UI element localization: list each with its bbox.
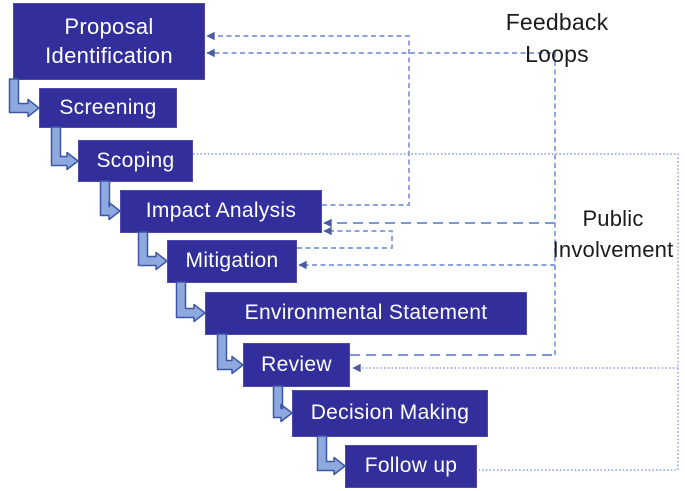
- feedback-impact-to-proposal-line: [206, 31, 410, 206]
- feedback-mitigation-to-impact-line: [297, 226, 393, 249]
- stage-label: Decision Making: [310, 401, 470, 425]
- elbow-arrow: [137, 231, 168, 271]
- elbow-arrow: [216, 333, 244, 375]
- elbow-arrow: [99, 180, 121, 221]
- feedback-loops-label: Feedback Loops: [505, 9, 609, 68]
- stage-label: Environmental Statement: [244, 301, 488, 325]
- stage-label: Follow up: [364, 454, 458, 478]
- stage-box-mitigation: Mitigation: [167, 240, 297, 283]
- stage-box-review: Review: [243, 343, 350, 387]
- stage-label: Proposal Identification: [45, 14, 173, 68]
- elbow-arrow: [316, 435, 346, 476]
- stage-label: Impact Analysis: [145, 199, 297, 223]
- elbow-arrow: [50, 126, 79, 171]
- stage-box-scoping: Scoping: [78, 140, 193, 182]
- elbow-arrow: [175, 281, 206, 323]
- public-involvement-label: Public Involvement: [552, 206, 674, 262]
- stage-box-proposal-identification: Proposal Identification: [13, 3, 205, 80]
- stage-box-screening: Screening: [39, 88, 177, 128]
- stage-label: Review: [261, 352, 332, 376]
- stage-box-decision-making: Decision Making: [292, 390, 488, 437]
- stage-box-follow-up: Follow up: [345, 445, 477, 488]
- elbow-arrow: [272, 385, 293, 423]
- elbow-arrow: [8, 78, 40, 118]
- stage-label: Mitigation: [185, 249, 279, 273]
- stage-label: Screening: [59, 95, 157, 119]
- stage-label: Scoping: [96, 148, 175, 172]
- stage-box-environmental-statement: Environmental Statement: [205, 292, 527, 335]
- stage-box-impact-analysis: Impact Analysis: [120, 190, 322, 233]
